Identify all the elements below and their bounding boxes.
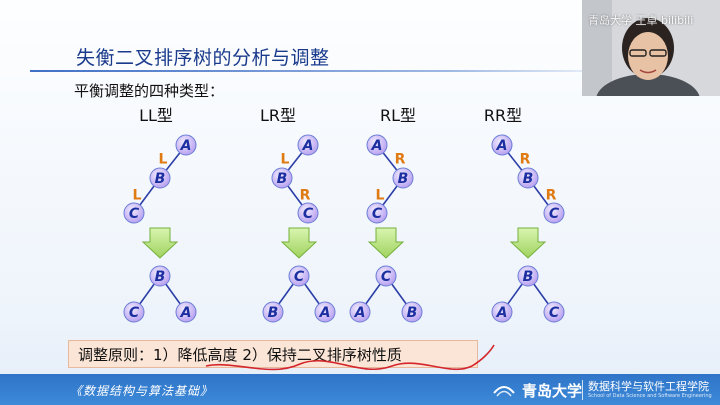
video-watermark: 青岛大学 王卓 bilibili [588, 14, 694, 27]
node-ll-after-root: B [149, 265, 171, 287]
node-lr-after-root: C [288, 265, 310, 287]
type-label-lr: LR型 [259, 106, 297, 125]
svg-text:A: A [302, 138, 314, 154]
svg-text:B: B [155, 269, 166, 285]
university-name: 青岛大学 [522, 382, 583, 400]
svg-text:A: A [496, 138, 508, 154]
edge-label-lr-2: R [300, 188, 311, 204]
svg-text:A: A [180, 305, 192, 321]
svg-text:A: A [496, 305, 508, 321]
type-label-rr: RR型 [483, 106, 523, 125]
svg-text:A: A [180, 138, 192, 154]
type-label-rl: RL型 [379, 106, 417, 125]
node-lr-before-c: C [297, 202, 319, 224]
node-rr-before-b: B [517, 167, 539, 189]
svg-text:B: B [407, 305, 418, 321]
svg-text:C: C [381, 269, 392, 285]
edge-label-rr-2: R [546, 188, 557, 204]
college-name-en: School of Data Science and Software Engi… [588, 393, 712, 399]
course-name: 《数据结构与算法基础》 [70, 384, 214, 398]
svg-text:B: B [268, 305, 279, 321]
adjustment-principle: 调整原则：1）降低高度 2）保持二叉排序树性质 [78, 346, 402, 364]
svg-text:C: C [129, 305, 140, 321]
node-rr-after-left: A [491, 301, 513, 323]
node-ll-after-left: C [123, 301, 145, 323]
svg-text:B: B [523, 171, 534, 187]
node-ll-before-b: B [149, 167, 171, 189]
svg-text:A: A [371, 138, 383, 154]
svg-text:C: C [294, 269, 305, 285]
edge-label-rl-1: R [395, 152, 406, 168]
footer-bar [0, 374, 720, 405]
node-rr-after-root: B [517, 265, 539, 287]
node-rr-before-a: A [491, 134, 513, 156]
node-rl-before-b: B [392, 167, 414, 189]
edge-label-ll-2: L [133, 188, 142, 204]
down-arrow-rl [367, 227, 405, 259]
node-ll-before-c: C [123, 202, 145, 224]
presenter-video-icon [582, 0, 720, 96]
svg-text:C: C [549, 305, 560, 321]
down-arrow-rr [509, 227, 547, 259]
node-rl-after-root: C [375, 265, 397, 287]
university-logo-icon [493, 386, 515, 397]
down-arrow-ll [141, 227, 179, 259]
red-underline-stroke [205, 344, 495, 371]
node-rl-after-left: A [349, 301, 371, 323]
edge-label-ll-1: L [159, 152, 168, 168]
svg-text:C: C [372, 206, 383, 222]
college-name: 数据科学与软件工程学院 [588, 380, 709, 393]
title-divider [30, 70, 630, 72]
footer-divider [582, 380, 583, 400]
edge-label-rr-1: R [520, 152, 531, 168]
svg-text:B: B [277, 171, 288, 187]
node-rr-before-c: C [543, 202, 565, 224]
svg-text:B: B [155, 171, 166, 187]
edge-label-lr-1: L [281, 152, 290, 168]
svg-text:A: A [354, 305, 366, 321]
svg-text:C: C [303, 206, 314, 222]
svg-text:B: B [398, 171, 409, 187]
node-lr-before-a: A [297, 134, 319, 156]
node-lr-before-b: B [271, 167, 293, 189]
svg-text:C: C [549, 206, 560, 222]
node-rl-before-a: A [366, 134, 388, 156]
svg-text:B: B [523, 269, 534, 285]
type-label-ll: LL型 [139, 106, 173, 125]
svg-text:C: C [129, 206, 140, 222]
node-rr-after-right: C [543, 301, 565, 323]
node-lr-after-right: A [314, 301, 336, 323]
node-rl-after-right: B [401, 301, 423, 323]
node-ll-before-a: A [175, 134, 197, 156]
down-arrow-lr [280, 227, 318, 259]
node-rl-before-c: C [366, 202, 388, 224]
edge-label-rl-2: L [376, 188, 385, 204]
svg-text:A: A [319, 305, 331, 321]
slide-title: 失衡二叉排序树的分析与调整 [76, 47, 330, 69]
slide-subtitle: 平衡调整的四种类型： [74, 82, 225, 100]
presenter-webcam [582, 0, 720, 96]
node-ll-after-right: A [175, 301, 197, 323]
node-lr-after-left: B [262, 301, 284, 323]
